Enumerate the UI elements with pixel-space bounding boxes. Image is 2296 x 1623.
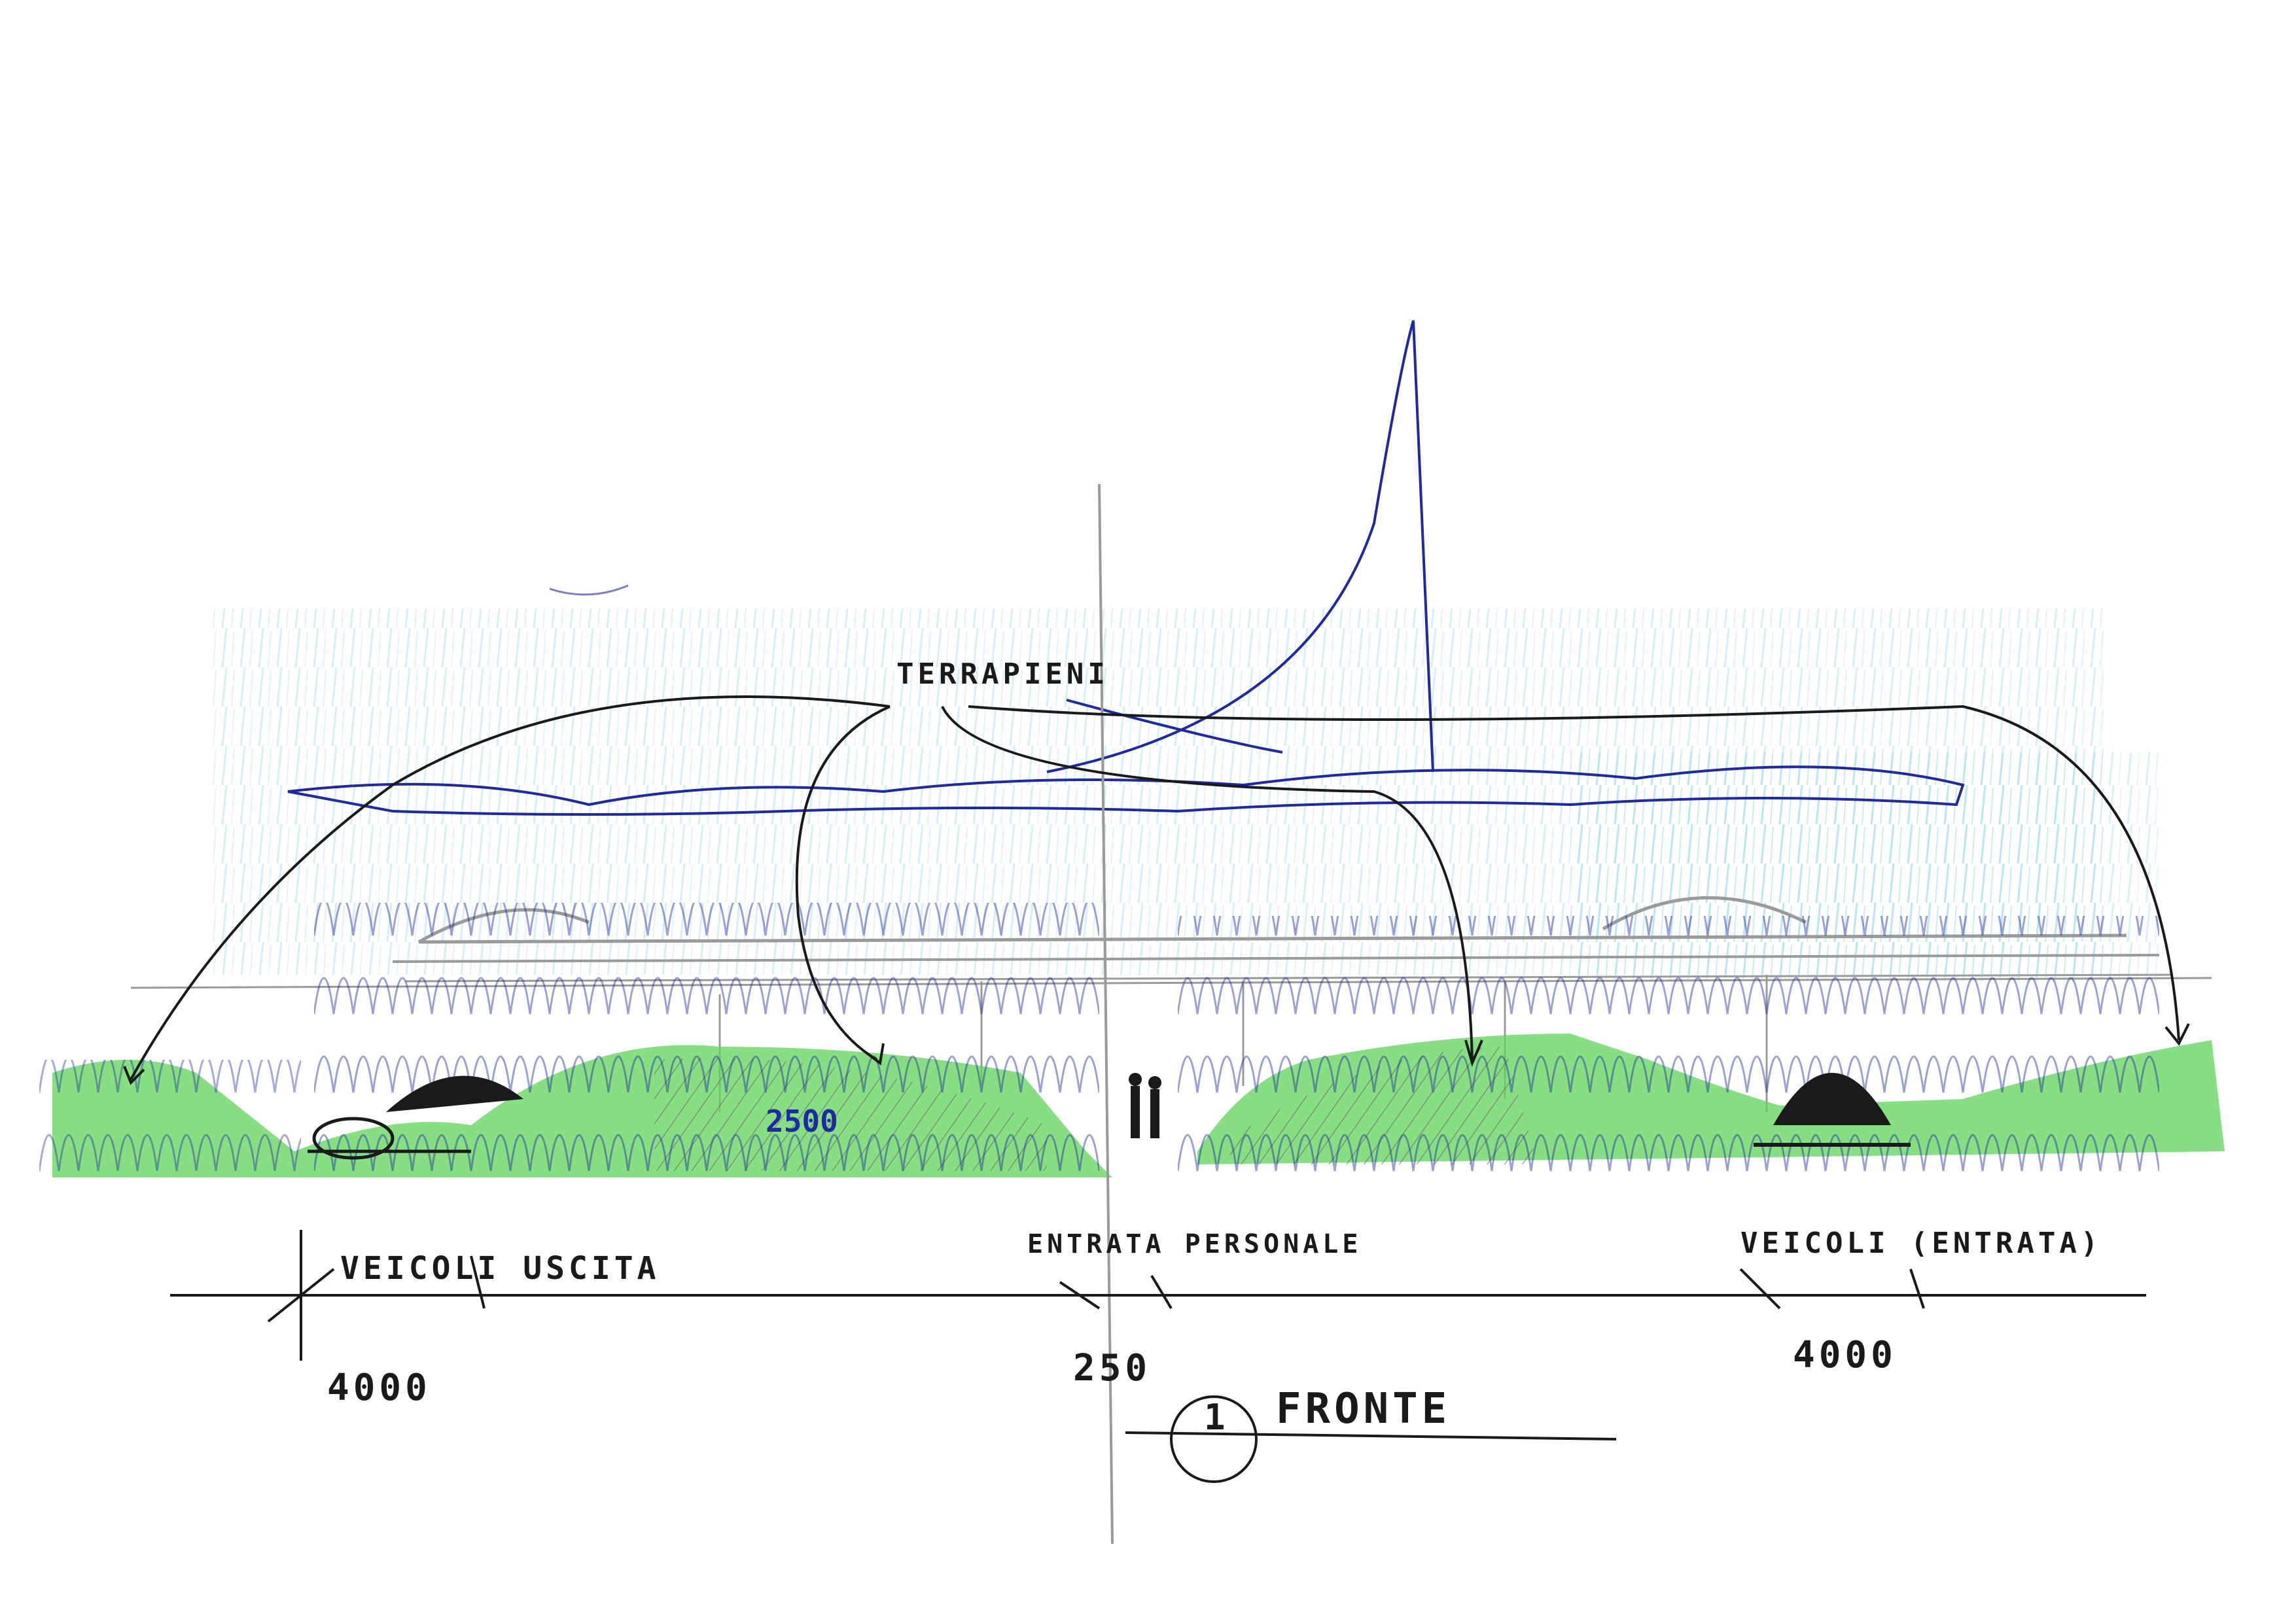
label-veicoli-uscita: VEICOLI USCITA (340, 1250, 660, 1287)
label-entrata-persone: ENTRATA PERSONALE (1027, 1229, 1362, 1259)
vehicle-left-icon (308, 1075, 523, 1160)
dimension-lines (170, 1230, 2146, 1483)
view-title: FRONTE (1276, 1385, 1451, 1433)
center-axis (1098, 483, 1114, 1544)
label-veicoli-entrata: VEICOLI (ENTRATA) (1740, 1227, 2102, 1260)
person-figures-icon (1129, 1073, 1161, 1138)
dimension-left: 4000 (327, 1367, 431, 1409)
dimension-right: 4000 (1793, 1334, 1897, 1376)
view-number: 1 (1204, 1397, 1229, 1438)
dimension-center: 250 (1073, 1347, 1151, 1389)
vehicle-right-icon (1754, 1073, 1911, 1147)
dimension-mound: 2500 (766, 1104, 838, 1139)
label-terrapieni: TERRAPIENI (896, 657, 1109, 691)
leader-arrows (123, 695, 2190, 1085)
blue-scribble (39, 584, 2159, 1178)
